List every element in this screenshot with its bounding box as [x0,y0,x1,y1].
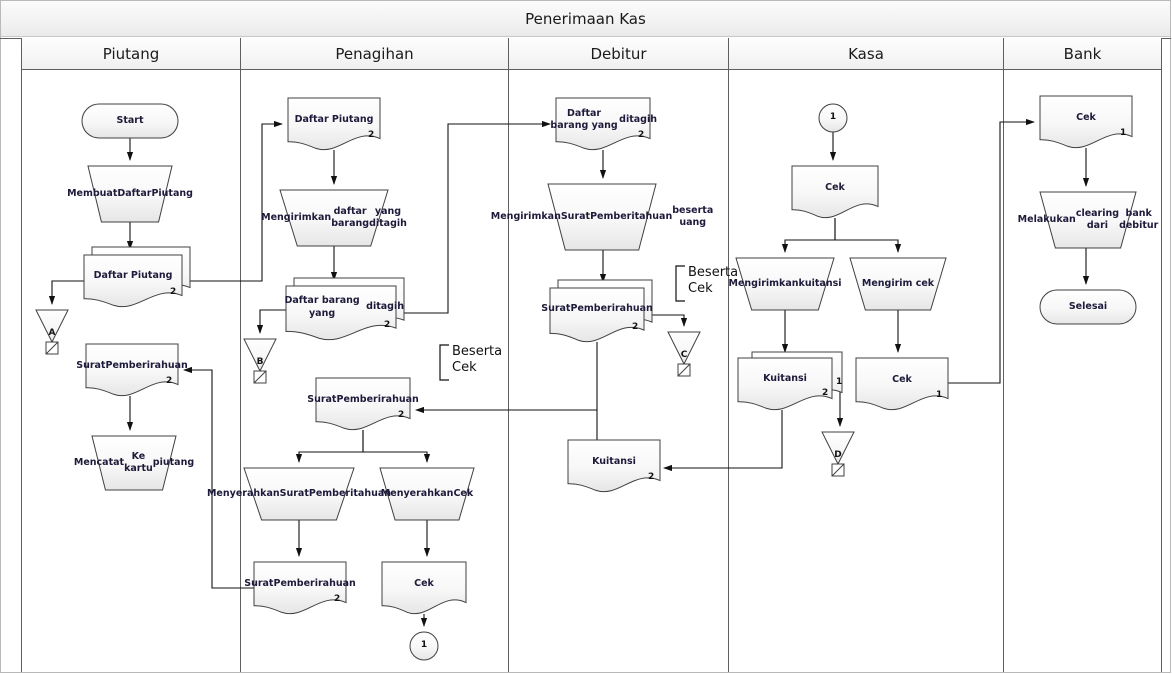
lane-title-kasa: Kasa [848,45,884,63]
lane-title-piutang: Piutang [102,45,160,63]
kuitansi-kasa-doc-copy-count: 1 [836,376,843,387]
kuitansi-debitur-doc-copy-count: 2 [648,472,655,482]
connector-circle-1-out-label: 1 [420,640,428,650]
daftar-piutang-doc-copy-count: 2 [170,287,177,297]
lane-header-bank: Bank [1004,38,1161,70]
lane-piutang: Piutang [22,38,241,672]
lane-title-debitur: Debitur [590,45,647,63]
lane-bank: Bank [1004,38,1162,672]
surat-pemberirahuan-penagihan-doc-copy-count: 2 [398,410,405,420]
lane-header-piutang: Piutang [22,38,240,70]
left-gutter [1,38,21,672]
lane-header-penagihan: Penagihan [241,38,508,70]
lane-table: Piutang Penagihan Debitur Kasa Bank [21,38,1162,672]
connector-a-label: A [48,328,56,338]
lane-title-bank: Bank [1063,45,1102,63]
daftar-barang-ditagih-recv-doc-copy-count: 2 [638,130,645,140]
daftar-piutang-recv-doc-copy-count: 2 [368,130,375,140]
lane-body-bank [1004,70,1161,672]
lane-header-kasa: Kasa [729,38,1003,70]
cek-bank-doc-copy-count: 1 [1120,128,1127,138]
connector-b-label: B [256,357,264,367]
lane-body-kasa [729,70,1003,672]
surat-pemberirahuan-debitur-doc-copy-count: 2 [632,322,639,332]
surat-pemberirahuan-doc-copy-count: 2 [166,376,173,386]
lane-body-piutang [22,70,240,672]
title-bar: Penerimaan Kas [1,1,1170,37]
connector-d-label: D [834,450,842,460]
lane-header-debitur: Debitur [509,38,728,70]
kuitansi-kasa-doc-copy-count: 2 [822,388,829,398]
lane-body-debitur [509,70,728,672]
connector-c-label: C [680,350,688,360]
surat-pemberirahuan-out-doc-copy-count: 2 [334,594,341,604]
lane-debitur: Debitur [509,38,729,672]
page-title: Penerimaan Kas [525,10,646,28]
daftar-barang-ditagih-doc-copy-count: 2 [384,320,391,330]
connector-circle-1-in-label: 1 [829,112,837,122]
lane-title-penagihan: Penagihan [335,45,414,63]
lane-kasa: Kasa [729,38,1004,672]
cek-kasa-out-doc-copy-count: 1 [936,390,943,400]
